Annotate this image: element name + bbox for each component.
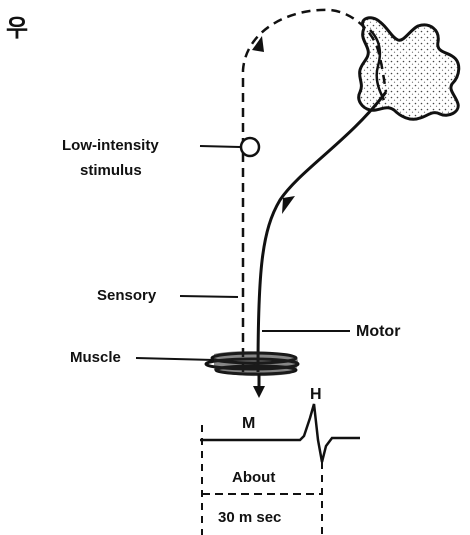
muscle-fibers <box>206 351 298 376</box>
spinal-cord-section <box>359 18 459 120</box>
emg-trace <box>200 404 360 462</box>
stimulus-label-line2: stimulus <box>80 162 142 179</box>
sensory-leader-line <box>180 296 238 297</box>
muscle-leader-line <box>136 358 214 360</box>
stimulus-electrode-icon <box>241 138 259 156</box>
stimulus-leader-line <box>200 146 240 147</box>
motor-arrow-icon <box>282 196 295 214</box>
m-wave-label: M <box>242 415 255 432</box>
muscle-label: Muscle <box>70 349 121 366</box>
interval-label-line2: 30 m sec <box>218 509 281 526</box>
interval-label-line1: About <box>232 469 275 486</box>
corner-symbol: 우 <box>6 15 28 42</box>
motor-label: Motor <box>356 323 400 340</box>
recording-arrow-icon <box>253 386 265 398</box>
stimulus-label-line1: Low-intensity <box>62 137 159 154</box>
h-wave-label: H <box>310 386 322 403</box>
sensory-label: Sensory <box>97 287 157 304</box>
sensory-arrow-icon <box>252 36 264 52</box>
